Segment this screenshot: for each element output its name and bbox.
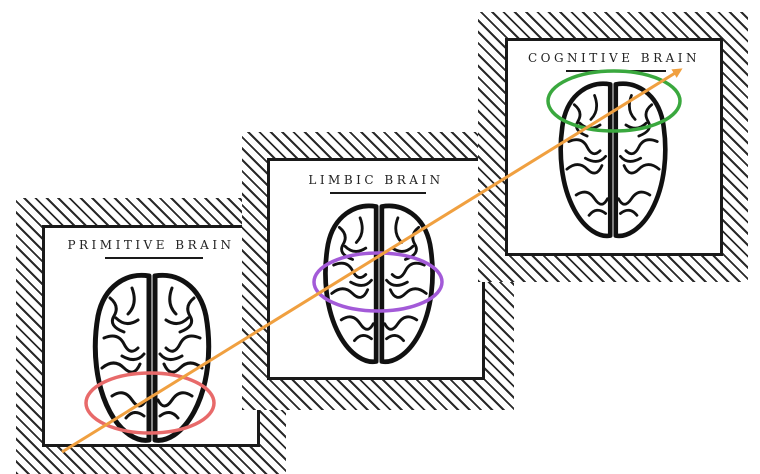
highlight-ellipse-primitive: [84, 371, 216, 435]
highlight-ellipse-limbic: [312, 251, 444, 313]
title-underline: [105, 257, 203, 259]
progression-arrow: [61, 68, 683, 454]
panel-title-primitive: PRIMITIVE BRAIN: [67, 238, 235, 252]
panel-title-cognitive: COGNITIVE BRAIN: [527, 51, 701, 65]
highlight-ellipse-cognitive: [546, 69, 682, 133]
panel-title-limbic: LIMBIC BRAIN: [308, 173, 444, 187]
panel-cognitive: COGNITIVE BRAIN: [505, 38, 723, 256]
title-underline: [330, 192, 426, 194]
panel-limbic: LIMBIC BRAIN: [267, 158, 485, 380]
brain-icon: [92, 272, 212, 443]
panel-primitive: PRIMITIVE BRAIN: [42, 225, 260, 447]
